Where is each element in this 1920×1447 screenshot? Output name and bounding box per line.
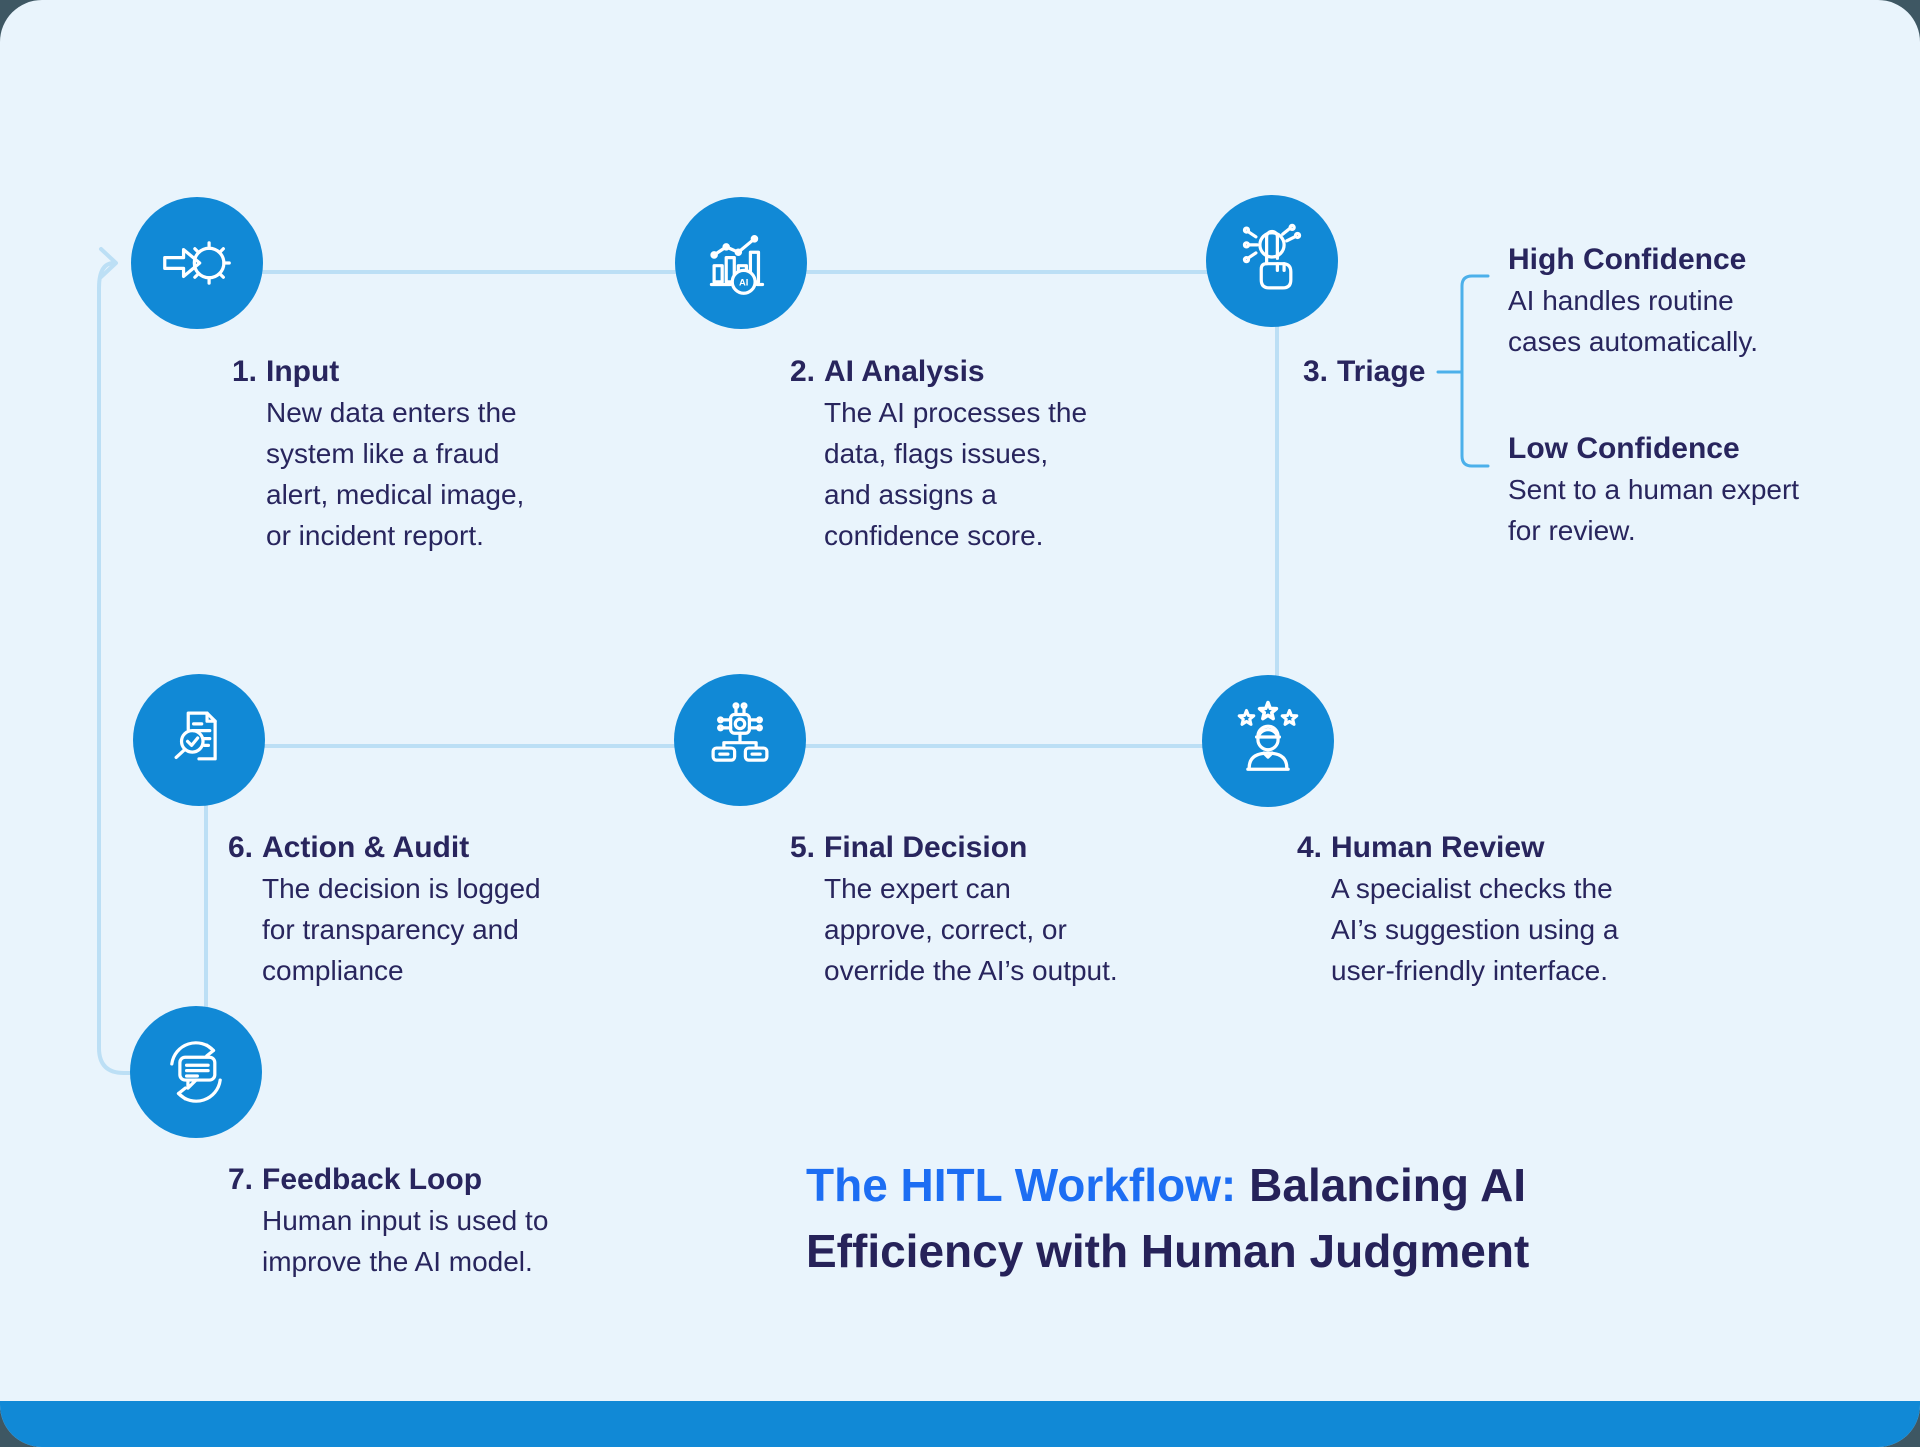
step1-input-circle xyxy=(131,197,263,329)
footer-band xyxy=(0,1401,1920,1447)
connector-feedback-loop xyxy=(97,261,198,1075)
step6-heading-row: 6. Action & Audit xyxy=(228,827,541,868)
step3-heading: Triage xyxy=(1337,355,1426,388)
infographic-title: The HITL Workflow:Balancing AI Efficienc… xyxy=(806,1152,1606,1284)
triage-low-confidence-block: Low Confidence Sent to a human expert fo… xyxy=(1508,428,1799,551)
input-arrow-gear-icon xyxy=(163,241,231,285)
step3-triage-circle xyxy=(1206,195,1338,327)
step7-heading: Feedback Loop xyxy=(262,1163,483,1196)
step1-input-block: 1. Input New data enters the system like… xyxy=(232,351,524,556)
step7-feedback-loop-circle xyxy=(130,1006,262,1138)
step2-ai-analysis-circle: AI xyxy=(675,197,807,329)
step3-number: 3. xyxy=(1303,355,1329,388)
step7-heading-row: 7. Feedback Loop xyxy=(228,1159,548,1200)
step5-final-decision-block: 5. Final Decision The expert can approve… xyxy=(790,827,1118,991)
step5-number: 5. xyxy=(790,831,816,864)
step3-triage-block: 3. Triage xyxy=(1303,351,1425,392)
loop-arrowhead-icon xyxy=(99,247,118,279)
step6-action-audit-block: 6. Action & Audit The decision is logged… xyxy=(228,827,541,991)
low-confidence-heading: Low Confidence xyxy=(1508,432,1740,465)
triage-bracket xyxy=(1460,274,1490,468)
audit-document-icon xyxy=(174,711,217,761)
ai-chart-icon: AI xyxy=(709,235,765,295)
step6-action-audit-circle xyxy=(133,674,265,806)
high-confidence-heading: High Confidence xyxy=(1508,243,1747,276)
step4-heading: Human Review xyxy=(1331,831,1545,864)
step6-number: 6. xyxy=(228,831,254,864)
step7-number: 7. xyxy=(228,1163,254,1196)
step6-body: The decision is logged for transparency … xyxy=(262,873,541,986)
decision-branch-icon xyxy=(711,702,769,762)
person-stars-icon xyxy=(1237,700,1299,771)
step4-heading-row: 4. Human Review xyxy=(1297,827,1618,868)
step2-heading: AI Analysis xyxy=(824,355,985,388)
title-rest: Balancing AI Efficiency with Human Judgm… xyxy=(806,1159,1530,1277)
step4-number: 4. xyxy=(1297,831,1323,864)
svg-text:AI: AI xyxy=(739,276,748,287)
step2-ai-analysis-block: 2. AI Analysis The AI processes the data… xyxy=(790,351,1087,556)
low-confidence-body: Sent to a human expert for review. xyxy=(1508,474,1800,546)
step7-body: Human input is used to improve the AI mo… xyxy=(262,1205,549,1277)
high-confidence-body: AI handles routine cases automatically. xyxy=(1508,285,1759,357)
step1-body: New data enters the system like a fraud … xyxy=(266,397,525,551)
triage-high-confidence-block: High Confidence AI handles routine cases… xyxy=(1508,239,1758,362)
step4-human-review-circle xyxy=(1202,675,1334,807)
step3-heading-row: 3. Triage xyxy=(1303,351,1425,392)
step7-feedback-loop-block: 7. Feedback Loop Human input is used to … xyxy=(228,1159,548,1282)
step2-heading-row: 2. AI Analysis xyxy=(790,351,1087,392)
step1-heading-row: 1. Input xyxy=(232,351,524,392)
step6-heading: Action & Audit xyxy=(262,831,470,864)
step5-final-decision-circle xyxy=(674,674,806,806)
step5-heading: Final Decision xyxy=(824,831,1028,864)
step4-human-review-block: 4. Human Review A specialist checks the … xyxy=(1297,827,1618,991)
step5-heading-row: 5. Final Decision xyxy=(790,827,1118,868)
title-highlight: The HITL Workflow: xyxy=(806,1159,1237,1211)
step4-body: A specialist checks the AI’s suggestion … xyxy=(1331,873,1619,986)
step2-number: 2. xyxy=(790,355,816,388)
tap-select-icon xyxy=(1242,223,1302,290)
step1-number: 1. xyxy=(232,355,258,388)
step1-heading: Input xyxy=(266,355,340,388)
step5-body: The expert can approve, correct, or over… xyxy=(824,873,1118,986)
step2-body: The AI processes the data, flags issues,… xyxy=(824,397,1088,551)
feedback-chat-icon xyxy=(170,1041,222,1103)
